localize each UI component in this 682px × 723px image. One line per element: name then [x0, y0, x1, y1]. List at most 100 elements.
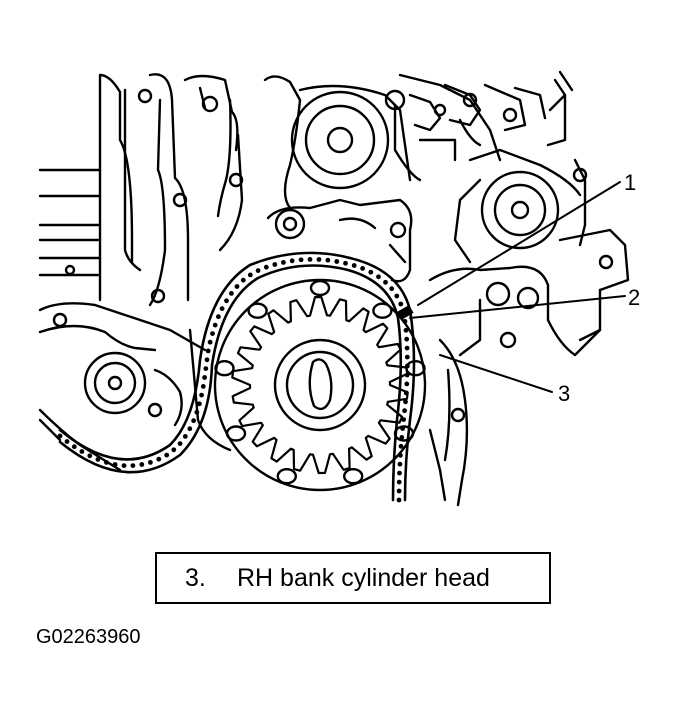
sprocket-hole	[343, 468, 364, 485]
crankshaft-sprocket	[213, 278, 427, 492]
chain-link	[281, 260, 286, 265]
chain-link	[396, 497, 402, 503]
legend-item-number: 3.	[185, 563, 206, 592]
chain-link	[104, 460, 109, 465]
chain-link	[112, 462, 118, 467]
chain-link	[398, 443, 404, 449]
chain-link	[316, 257, 322, 262]
chain-link	[405, 363, 410, 369]
chain-link	[404, 354, 410, 360]
legend-item-text: RH bank cylinder head	[237, 563, 490, 592]
sprocket-hole	[309, 279, 331, 297]
chain-link	[71, 444, 77, 450]
chain-link	[307, 257, 313, 262]
chain-link	[139, 462, 145, 467]
engine-block-outline	[38, 73, 244, 307]
timing-chain	[57, 251, 416, 503]
sprocket-hole	[214, 360, 235, 377]
chain-link	[396, 488, 402, 494]
chain-link	[205, 348, 211, 354]
chain-link	[247, 272, 253, 278]
chain-link	[203, 366, 209, 371]
chain-link	[234, 284, 240, 289]
chain-link	[210, 331, 215, 336]
chain-link	[57, 433, 63, 439]
chain-link	[207, 339, 213, 345]
chain-link	[79, 449, 85, 454]
chain-link	[289, 258, 295, 264]
chain-link	[399, 435, 405, 440]
callout-leader-lines	[409, 181, 626, 393]
chain-link	[171, 447, 177, 453]
chain-link	[397, 470, 402, 476]
chain-link	[64, 439, 70, 444]
chain-link	[148, 460, 153, 465]
chain-link	[187, 426, 193, 432]
chain-link	[403, 327, 409, 333]
sprocket-hole	[276, 468, 297, 485]
chain-link	[182, 434, 188, 439]
chain-link	[403, 390, 409, 396]
chain-link	[200, 384, 206, 389]
chain-link	[389, 286, 395, 292]
figure-id: G02263960	[36, 626, 141, 648]
chain-link	[204, 357, 210, 363]
chain-link	[398, 301, 404, 307]
timing-chain-illustration	[38, 70, 630, 507]
callout-label-2: 2	[628, 285, 641, 310]
chain-link	[298, 257, 304, 263]
chain-link	[343, 260, 348, 266]
chain-link	[402, 408, 407, 414]
chain-link	[87, 453, 93, 459]
chain-link	[263, 264, 269, 270]
chain-link	[376, 274, 381, 280]
rh-bank-cylinder-head-outline	[428, 265, 602, 507]
callout-label-1: 1	[624, 170, 637, 195]
chain-link	[156, 456, 162, 462]
chain-link	[130, 463, 136, 468]
chain-link	[191, 418, 197, 424]
chain-link	[199, 392, 205, 398]
chain-link	[202, 375, 208, 380]
chain-link	[240, 277, 246, 283]
leader-line-1	[417, 181, 621, 306]
chain-link	[400, 426, 405, 431]
chain-link	[334, 259, 340, 264]
chain-link	[402, 319, 408, 324]
legend-box: 3. RH bank cylinder head	[155, 552, 551, 604]
chain-link	[404, 336, 410, 342]
chain-link	[397, 461, 403, 467]
chain-link	[394, 293, 400, 299]
sprocket-hole	[372, 302, 393, 319]
callout-label-3: 3	[558, 381, 571, 406]
leader-line-2	[409, 295, 626, 319]
chain-link	[404, 345, 410, 351]
chain-link	[325, 257, 331, 263]
upper-housing-outline	[263, 70, 630, 342]
chain-link	[368, 269, 374, 275]
chain-link	[164, 452, 170, 458]
chain-link	[216, 314, 221, 320]
chain-link	[255, 268, 261, 273]
chain-link	[396, 479, 402, 485]
marked-chain-link	[396, 305, 414, 320]
chain-link	[224, 298, 229, 304]
chain-link	[398, 452, 403, 458]
lower-housing-outline	[38, 302, 232, 472]
sprocket-hole	[405, 360, 426, 377]
chain-link	[351, 263, 357, 268]
chain-link	[177, 441, 183, 446]
chain-link	[383, 279, 388, 285]
chain-link	[197, 401, 202, 407]
sprocket-hole	[225, 425, 247, 442]
chain-link	[404, 372, 410, 378]
chain-link	[219, 306, 225, 311]
chain-tensioner-bracket	[266, 198, 413, 283]
chain-link	[404, 381, 410, 387]
chain-link	[194, 409, 200, 415]
chain-link	[212, 322, 218, 328]
chain-link	[401, 417, 406, 422]
sprocket-hole	[247, 302, 268, 319]
leader-line-3	[439, 354, 553, 393]
chain-link	[95, 457, 101, 462]
